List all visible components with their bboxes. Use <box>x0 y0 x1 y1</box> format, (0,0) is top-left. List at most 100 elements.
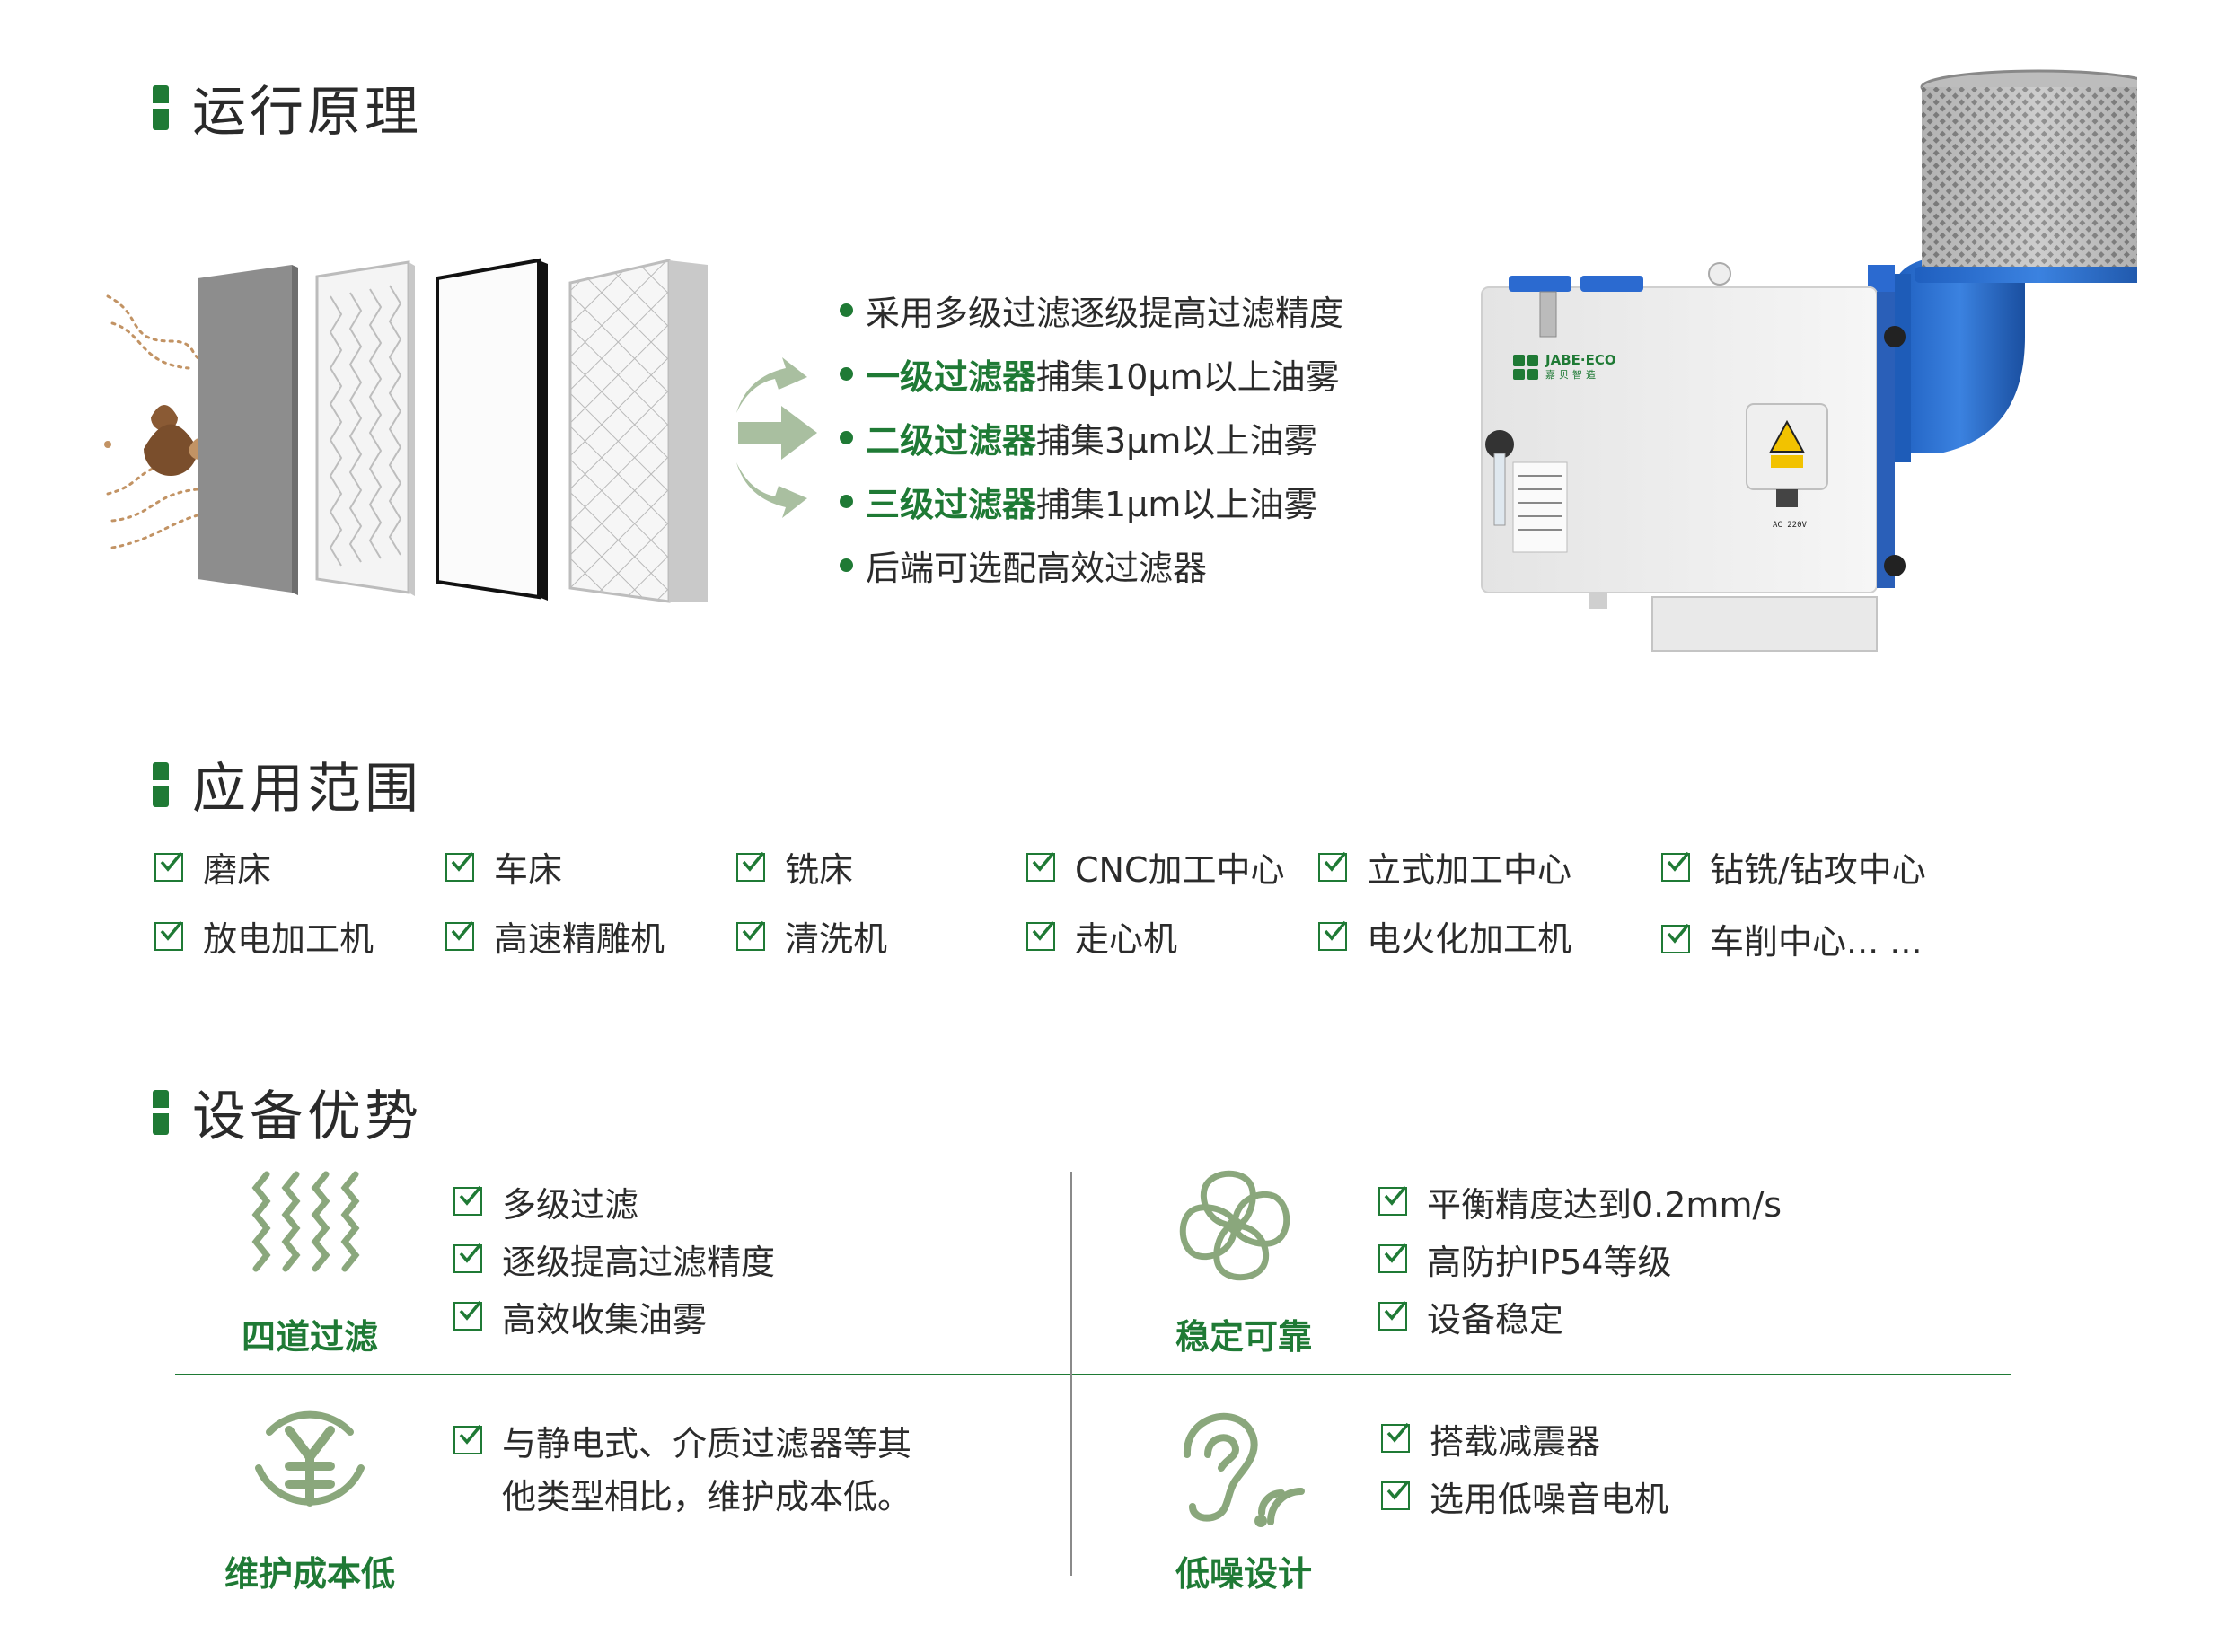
filter-stages-illustration <box>104 258 817 603</box>
bullet-item: 采用多级过滤逐级提高过滤精度 <box>840 278 1343 342</box>
secondary-filter-panel <box>315 260 415 596</box>
advantage-label: 稳定可靠 <box>1175 1317 1312 1357</box>
bullet-dot-icon <box>840 431 853 444</box>
fan-icon <box>1179 1170 1290 1281</box>
application-label: 清洗机 <box>785 919 888 959</box>
application-item: 车削中心... ... <box>1661 914 1923 963</box>
checkbox-icon <box>1026 851 1055 882</box>
advantage-text: 搭载减震器 <box>1430 1421 1601 1462</box>
brand-name-en: JABE·ECO <box>1545 352 1616 368</box>
application-label: 电火化加工机 <box>1367 919 1572 959</box>
advantage-text: 选用低噪音电机 <box>1430 1479 1669 1519</box>
brand-logo: JABE·ECO 嘉贝智造 <box>1513 353 1616 382</box>
checkbox-icon <box>1661 923 1690 953</box>
bullet-highlight: 三级过滤器 <box>866 485 1037 524</box>
bullet-item: 二级过滤器捕集3μm以上油雾 <box>840 406 1343 470</box>
bullet-highlight: 一级过滤器 <box>866 357 1037 397</box>
section-title: 设备优势 <box>192 1085 422 1148</box>
advantage-label: 维护成本低 <box>224 1554 395 1594</box>
checkbox-icon <box>736 851 765 882</box>
advantage-item: 与静电式、介质过滤器等其 <box>453 1411 911 1469</box>
oil-mist-collector-product-image: JABE·ECO 嘉贝智造 AC 220V <box>1473 67 2162 669</box>
advantage-text: 高防护IP54等级 <box>1427 1242 1672 1282</box>
checkbox-icon <box>1318 851 1347 882</box>
checkbox-icon <box>453 1300 482 1331</box>
section-title: 运行原理 <box>192 81 422 144</box>
checkbox-icon <box>1318 920 1347 951</box>
airflow-arrow-icon <box>736 357 817 518</box>
voltage-warning-label: AC 220V <box>1773 521 1807 530</box>
advantage-item: 设备稳定 <box>1378 1287 1782 1345</box>
application-label: 走心机 <box>1075 919 1178 959</box>
checkbox-icon <box>1378 1243 1407 1273</box>
advantage-text: 高效收集油雾 <box>502 1299 708 1340</box>
checkbox-icon <box>453 1243 482 1273</box>
tertiary-filter-panel <box>436 258 548 601</box>
heading-marker <box>153 84 169 130</box>
bullet-dot-icon <box>840 558 853 572</box>
checkbox-icon <box>445 920 474 951</box>
application-item: 立式加工中心 <box>1318 842 1571 892</box>
application-item: 磨床 <box>154 842 271 892</box>
advantage-text: 与静电式、介质过滤器等其 <box>502 1423 912 1463</box>
advantage-text: 平衡精度达到0.2mm/s <box>1427 1184 1782 1225</box>
application-label: CNC加工中心 <box>1075 850 1285 890</box>
application-label: 车削中心... ... <box>1710 922 1923 962</box>
checkbox-icon <box>1381 1422 1410 1453</box>
advantage-text-continued: 他类型相比，维护成本低。 <box>502 1477 912 1516</box>
checkbox-icon <box>1381 1480 1410 1510</box>
yen-icon <box>255 1410 365 1507</box>
checkbox-icon <box>445 851 474 882</box>
bullet-text: 采用多级过滤逐级提高过滤精度 <box>866 294 1344 333</box>
advantage-item: 选用低噪音电机 <box>1381 1467 1668 1525</box>
application-item: 放电加工机 <box>154 911 374 961</box>
bullet-highlight: 二级过滤器 <box>866 421 1037 461</box>
bullet-text: 捕集10μm以上油雾 <box>1036 357 1340 397</box>
application-item: 铣床 <box>736 842 853 892</box>
checkbox-icon <box>453 1185 482 1216</box>
advantage-item: 搭载减震器 <box>1381 1410 1668 1467</box>
bullet-text: 捕集1μm以上油雾 <box>1036 485 1318 524</box>
checkbox-icon <box>1661 851 1690 882</box>
brand-logo-icon <box>1513 355 1538 380</box>
application-label: 立式加工中心 <box>1367 850 1572 890</box>
advantage-text: 多级过滤 <box>502 1184 639 1225</box>
section-heading-advantages: 设备优势 <box>153 1073 422 1151</box>
principle-bullet-list: 采用多级过滤逐级提高过滤精度 一级过滤器捕集10μm以上油雾 二级过滤器捕集3μ… <box>840 278 1343 597</box>
advantage-text: 设备稳定 <box>1427 1299 1564 1340</box>
checkbox-icon <box>736 920 765 951</box>
advantage-item: 逐级提高过滤精度 <box>453 1230 775 1287</box>
brand-name-cn: 嘉贝智造 <box>1545 369 1599 381</box>
application-item: 清洗机 <box>736 911 887 961</box>
advantage-list: 平衡精度达到0.2mm/s 高防护IP54等级 设备稳定 <box>1378 1173 1782 1345</box>
bullet-item: 后端可选配高效过滤器 <box>840 533 1343 597</box>
application-label: 钻铣/钻攻中心 <box>1710 850 1926 890</box>
advantage-text: 逐级提高过滤精度 <box>502 1242 776 1282</box>
advantage-list: 搭载减震器 选用低噪音电机 <box>1381 1410 1668 1525</box>
advantage-list: 与静电式、介质过滤器等其 他类型相比，维护成本低。 <box>453 1411 911 1525</box>
section-heading-application: 应用范围 <box>153 745 422 823</box>
heading-marker <box>153 1089 169 1135</box>
advantage-label: 低噪设计 <box>1175 1554 1312 1594</box>
application-item: 车床 <box>445 842 562 892</box>
checkbox-icon <box>453 1424 482 1454</box>
advantage-item: 平衡精度达到0.2mm/s <box>1378 1173 1782 1230</box>
bullet-dot-icon <box>840 303 853 317</box>
bullet-dot-icon <box>840 495 853 508</box>
application-item: CNC加工中心 <box>1026 842 1285 892</box>
bullet-dot-icon <box>840 367 853 381</box>
checkbox-icon <box>1378 1185 1407 1216</box>
vertical-divider <box>1070 1172 1072 1576</box>
advantage-item: 高防护IP54等级 <box>1378 1230 1782 1287</box>
bullet-text: 后端可选配高效过滤器 <box>866 549 1208 588</box>
application-label: 放电加工机 <box>203 919 374 959</box>
advantage-item: 多级过滤 <box>453 1173 775 1230</box>
bullet-item: 一级过滤器捕集10μm以上油雾 <box>840 342 1343 406</box>
application-item: 钻铣/钻攻中心 <box>1661 842 1926 892</box>
advantage-list: 多级过滤 逐级提高过滤精度 高效收集油雾 <box>453 1173 775 1345</box>
application-label: 铣床 <box>785 850 854 890</box>
section-title: 应用范围 <box>192 758 422 821</box>
horizontal-divider <box>175 1374 2011 1375</box>
checkbox-icon <box>1378 1300 1407 1331</box>
advantage-label: 四道过滤 <box>241 1317 378 1357</box>
